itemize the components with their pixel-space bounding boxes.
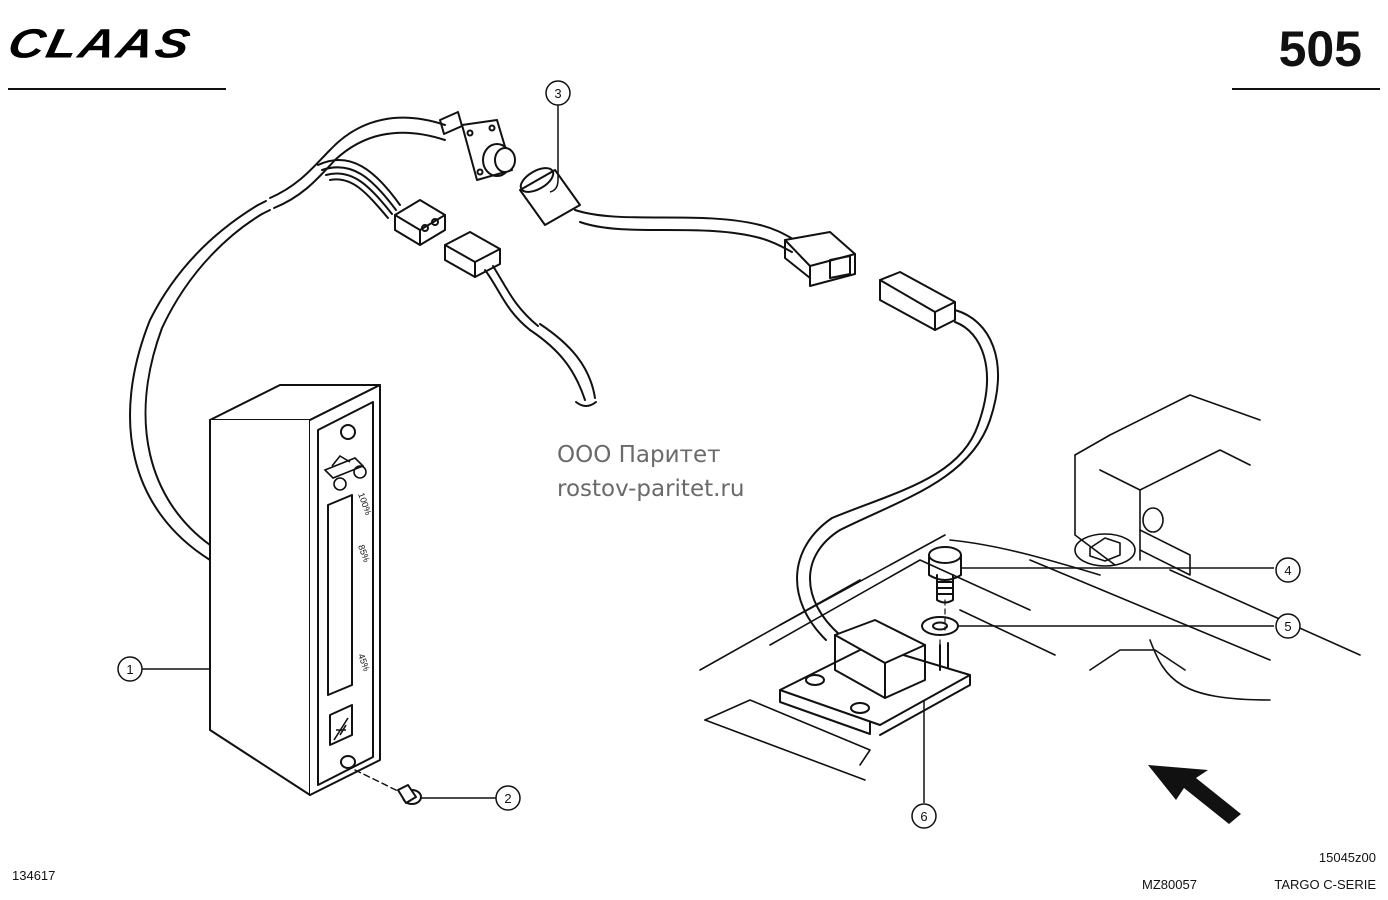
watermark-line-2: rostov-paritet.ru xyxy=(557,476,745,502)
callout-3: 3 xyxy=(545,80,571,106)
svg-text:5: 5 xyxy=(1284,619,1291,634)
machine-frame xyxy=(699,394,1361,781)
part-code: MZ80057 xyxy=(1142,877,1197,892)
sensor-plug xyxy=(519,167,796,253)
tractor-icon xyxy=(323,454,367,491)
svg-text:1: 1 xyxy=(126,662,133,677)
gauge-symbol-icon xyxy=(333,717,349,741)
watermark: ООО Паритет rostov-paritet.ru xyxy=(557,438,744,506)
header-rule-left xyxy=(8,88,226,90)
drawing-code: 15045z00 xyxy=(1318,850,1376,865)
two-pin-connector-a xyxy=(394,199,446,246)
callout-5: 5 xyxy=(1275,613,1301,639)
callout-2: 2 xyxy=(495,785,521,811)
main-cable xyxy=(129,116,446,561)
round-flange-connector xyxy=(439,111,516,181)
header-rule-right xyxy=(1232,88,1380,90)
svg-text:4: 4 xyxy=(1284,563,1291,578)
callout-1: 1 xyxy=(117,656,143,682)
rivet xyxy=(354,769,422,805)
svg-text:2: 2 xyxy=(504,791,511,806)
washer xyxy=(921,616,959,636)
branch-wires xyxy=(317,159,401,219)
indicator-box xyxy=(209,384,381,796)
series-name: TARGO C-SERIE xyxy=(1274,877,1376,892)
watermark-line-1: ООО Паритет xyxy=(557,442,721,468)
svg-text:6: 6 xyxy=(920,809,927,824)
svg-text:3: 3 xyxy=(554,86,561,101)
callout-6: 6 xyxy=(911,803,937,829)
rect-connector-pair xyxy=(784,231,999,641)
document-number: 134617 xyxy=(12,868,56,883)
direction-arrow-icon xyxy=(1148,765,1241,824)
cap-screw xyxy=(928,546,962,604)
sensor-bracket xyxy=(779,619,971,736)
page-number: 505 xyxy=(1278,21,1362,77)
two-pin-connector-b xyxy=(444,231,597,407)
callout-4: 4 xyxy=(1275,557,1301,583)
